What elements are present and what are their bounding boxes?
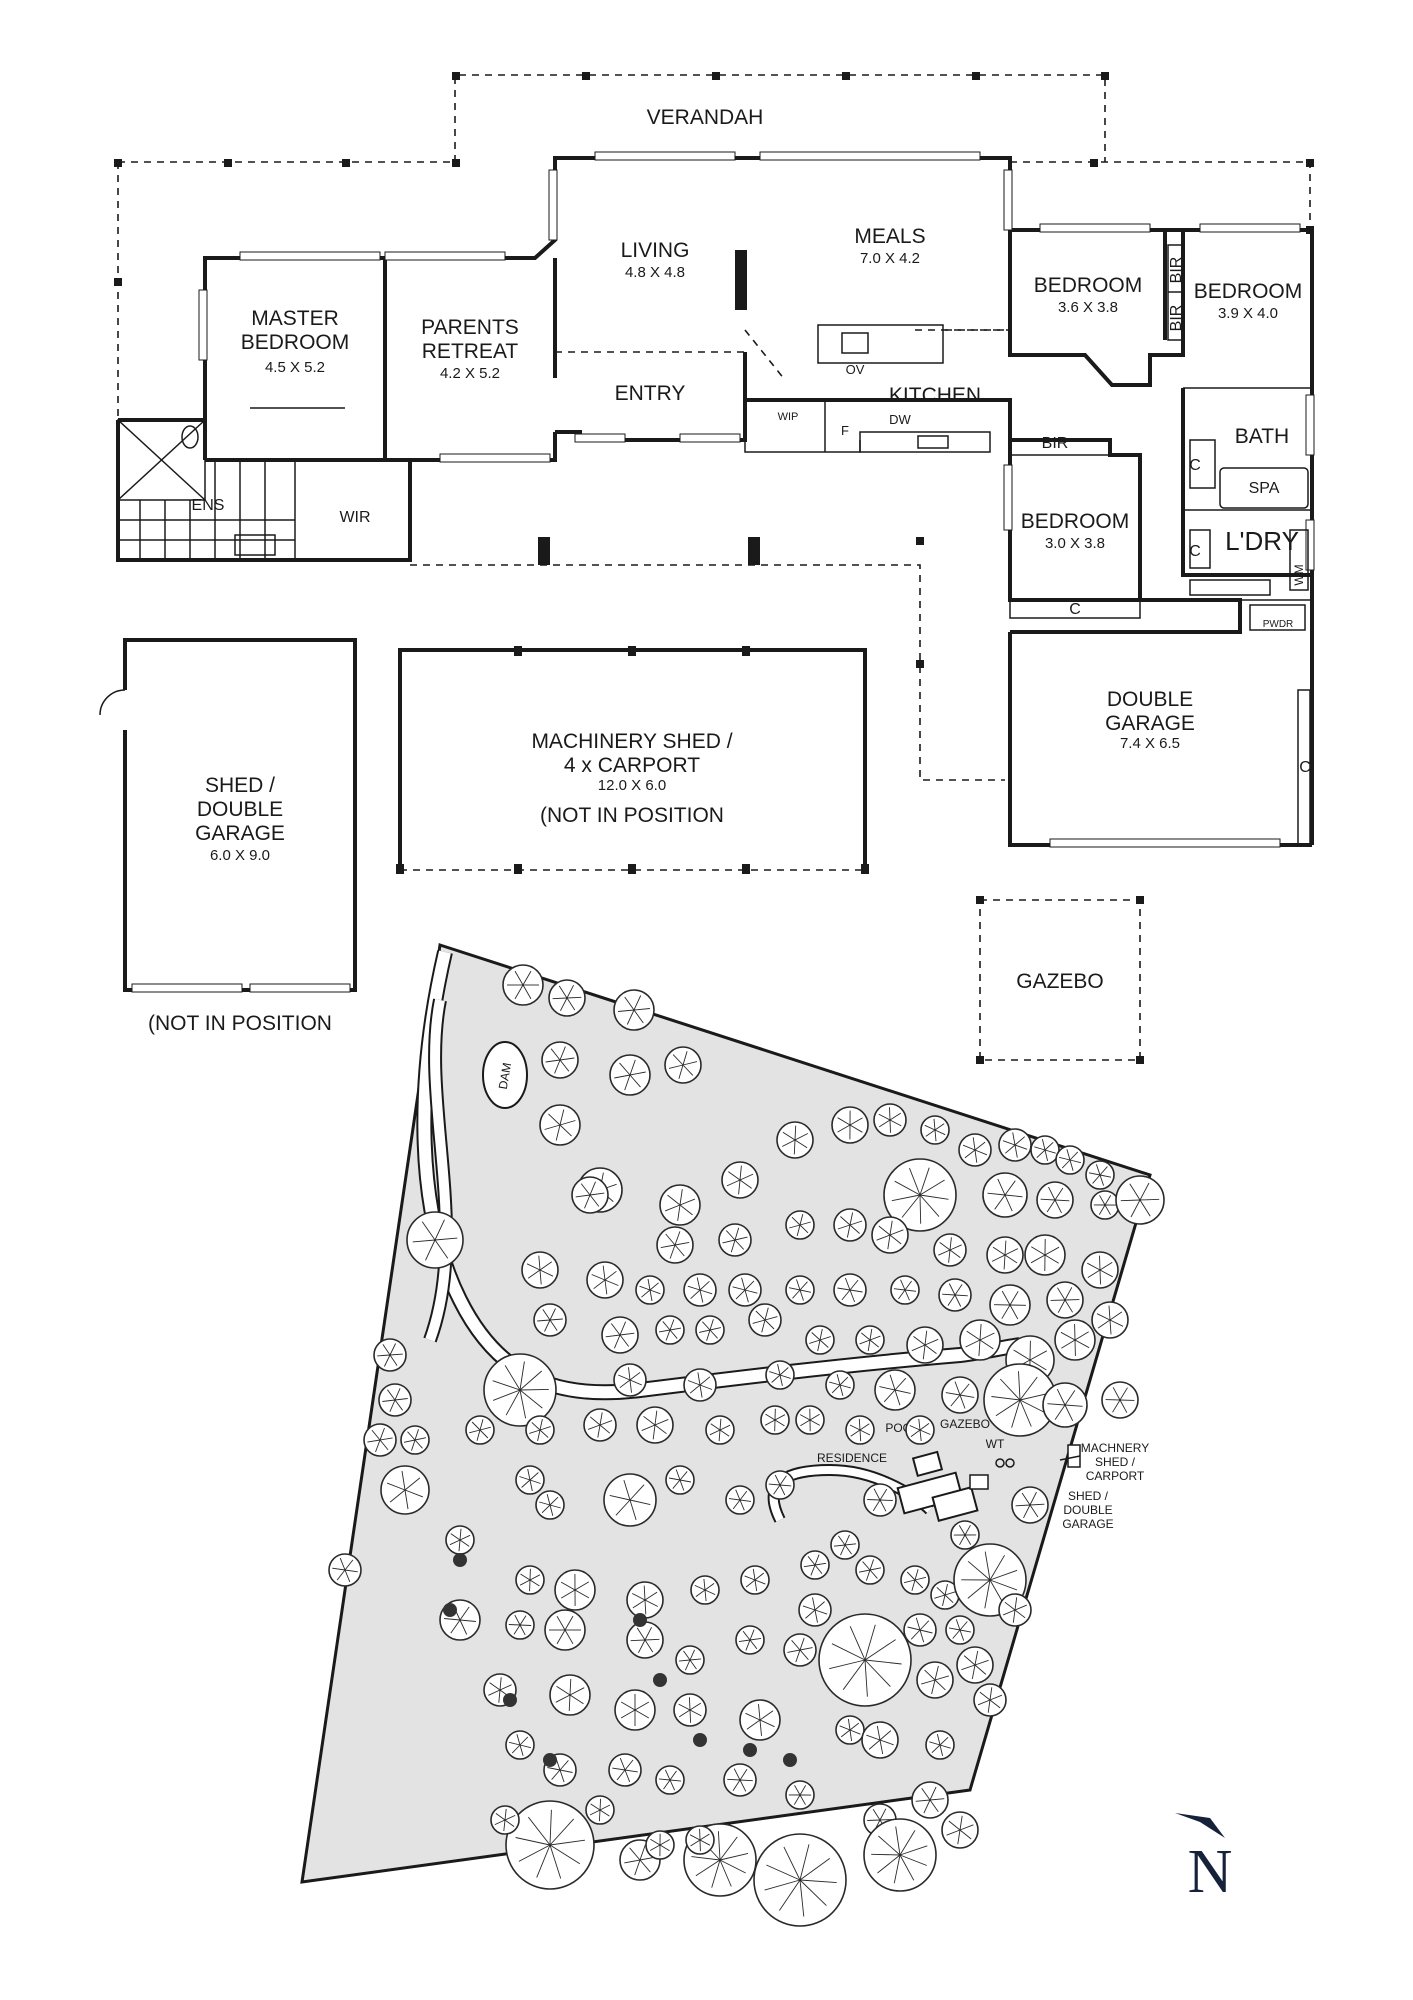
machinery-shed-outline bbox=[396, 646, 869, 874]
dam-label: DAM bbox=[496, 1062, 514, 1091]
shed-dims: 6.0 X 9.0 bbox=[210, 847, 270, 864]
shrub bbox=[543, 1753, 557, 1767]
laundry-label: L'DRY bbox=[1225, 526, 1299, 556]
c-label-1: C bbox=[1069, 601, 1081, 618]
ensuite-tiles bbox=[117, 419, 295, 560]
shrub bbox=[653, 1673, 667, 1687]
interior-details bbox=[555, 244, 1311, 846]
c-label-4: C bbox=[1299, 759, 1311, 776]
ov-label: OV bbox=[846, 362, 865, 377]
c-label-2: C bbox=[1189, 457, 1201, 474]
bedroom-3-label: BEDROOM bbox=[1194, 280, 1303, 303]
parents-retreat-dims: 4.2 X 5.2 bbox=[440, 365, 500, 382]
north-arrow: N bbox=[1175, 1813, 1232, 1906]
f-label: F bbox=[841, 423, 849, 438]
meals-label: MEALS bbox=[854, 225, 925, 248]
spa-label: SPA bbox=[1249, 480, 1280, 497]
machinery-shed-note: (NOT IN POSITION bbox=[540, 804, 724, 827]
bedroom-2-label: BEDROOM bbox=[1034, 274, 1143, 297]
gazebo-site-label: GAZEBO bbox=[940, 1417, 990, 1431]
master-bedroom-dims: 4.5 X 5.2 bbox=[265, 359, 325, 376]
site-trees bbox=[328, 964, 1165, 1927]
living-label: LIVING bbox=[621, 239, 690, 262]
bath-label: BATH bbox=[1235, 425, 1289, 448]
shrub bbox=[633, 1613, 647, 1627]
shed-outline bbox=[99, 638, 357, 993]
machinery-shed-label: MACHINERY SHED /4 x CARPORT bbox=[531, 730, 732, 777]
bedroom-2-dims: 3.6 X 3.8 bbox=[1058, 299, 1118, 316]
gazebo-outline bbox=[976, 896, 1144, 1064]
shed-note: (NOT IN POSITION bbox=[148, 1012, 332, 1035]
verandah-outline bbox=[114, 72, 1314, 781]
residence-footprint bbox=[896, 1444, 1081, 1522]
entry-label: ENTRY bbox=[615, 382, 686, 405]
c-label-3: C bbox=[1189, 543, 1201, 560]
bedroom-4-dims: 3.0 X 3.8 bbox=[1045, 535, 1105, 552]
double-garage-dims: 7.4 X 6.5 bbox=[1120, 735, 1180, 752]
wt-label: WT bbox=[986, 1437, 1005, 1451]
wir-label: WIR bbox=[339, 509, 370, 526]
shrub bbox=[443, 1603, 457, 1617]
verandah-label: VERANDAH bbox=[647, 106, 764, 129]
shrub bbox=[503, 1693, 517, 1707]
dw-label: DW bbox=[889, 412, 911, 427]
shrub bbox=[783, 1753, 797, 1767]
north-label: N bbox=[1188, 1838, 1233, 1906]
north-pointer-icon bbox=[1175, 1813, 1225, 1838]
pwdr-label: PWDR bbox=[1263, 619, 1294, 630]
gazebo-label: GAZEBO bbox=[1016, 970, 1104, 993]
bedroom-3-dims: 3.9 X 4.0 bbox=[1218, 305, 1278, 322]
shrub bbox=[693, 1733, 707, 1747]
wm-label: WM bbox=[1292, 564, 1306, 585]
kitchen-label: KITCHEN bbox=[889, 384, 981, 407]
wip-label: WIP bbox=[778, 411, 799, 423]
ens-label: ENS bbox=[192, 497, 225, 514]
bir-label-2: BIR bbox=[1168, 305, 1185, 332]
living-dims: 4.8 X 4.8 bbox=[625, 264, 685, 281]
shrub bbox=[453, 1553, 467, 1567]
bir-label-1: BIR bbox=[1168, 257, 1185, 284]
windows bbox=[198, 151, 1315, 848]
bir-label-3: BIR bbox=[1042, 435, 1069, 452]
shrub bbox=[743, 1743, 757, 1757]
residence-label: RESIDENCE bbox=[817, 1451, 887, 1465]
meals-dims: 7.0 X 4.2 bbox=[860, 250, 920, 267]
bedroom-4-label: BEDROOM bbox=[1021, 510, 1130, 533]
machinery-shed-dims: 12.0 X 6.0 bbox=[598, 777, 666, 794]
